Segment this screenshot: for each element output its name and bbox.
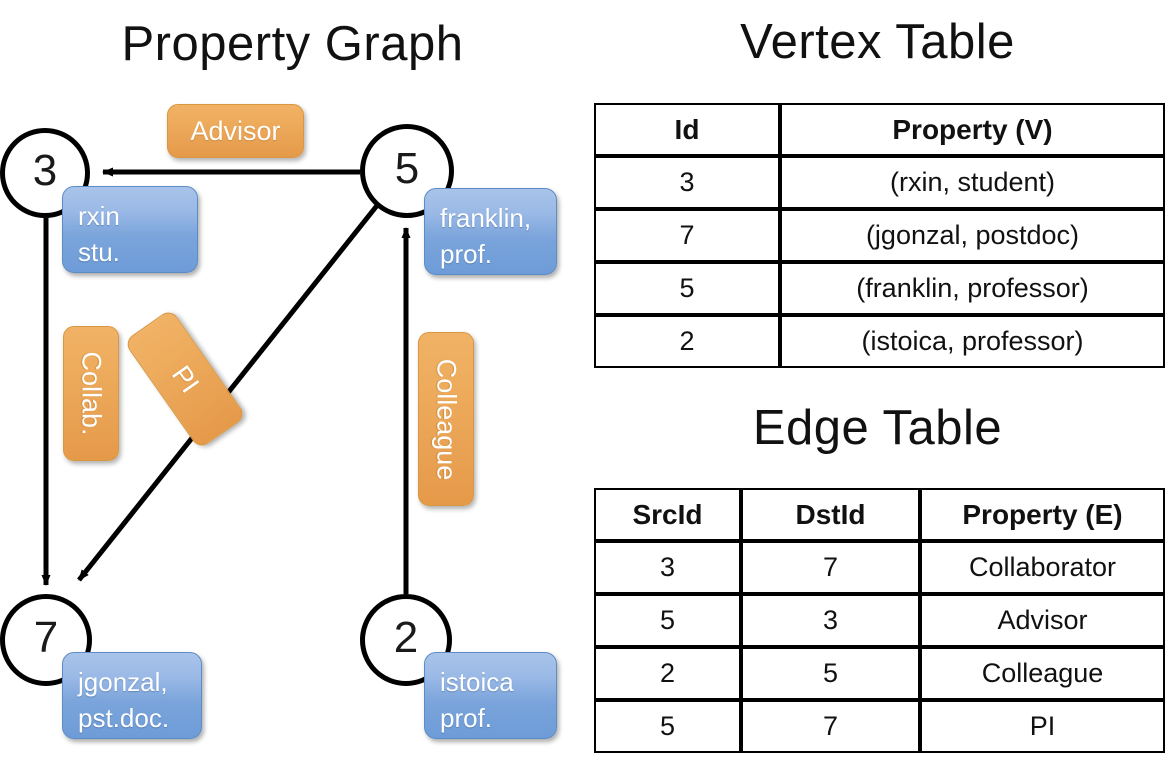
graph-node-3-label: 3 xyxy=(32,146,58,195)
page-title-property-graph: Property Graph xyxy=(121,17,464,71)
column-header-property-v: Property (V) xyxy=(780,103,1165,156)
property-graph-diagram: 3 5 7 2 rxin stu. franklin, prof. jgonza… xyxy=(0,104,557,739)
node-property-bubble-2: istoica prof. xyxy=(424,652,557,739)
cell-vertex-id: 7 xyxy=(594,209,780,262)
page-title-edge-table: Edge Table xyxy=(752,401,1003,455)
node-property-line: prof. xyxy=(440,238,493,269)
cell-dst-id: 7 xyxy=(741,700,920,753)
edge-label-collab: Collab. xyxy=(63,326,119,461)
node-property-bubble-3: rxin stu. xyxy=(62,186,198,273)
table-row: 5 (franklin, professor) xyxy=(594,262,1165,315)
cell-dst-id: 5 xyxy=(741,647,920,700)
edge-label-advisor: Advisor xyxy=(167,104,304,158)
edge-label-colleague: Colleague xyxy=(418,332,474,506)
cell-src-id: 3 xyxy=(594,541,741,594)
edge-table: SrcId DstId Property (E) 3 7 Collaborato… xyxy=(594,488,1165,753)
node-property-line: franklin, xyxy=(440,203,532,233)
cell-vertex-id: 2 xyxy=(594,315,780,368)
cell-vertex-id: 3 xyxy=(594,156,780,209)
table-row: 5 3 Advisor xyxy=(594,594,1165,647)
node-property-line: jgonzal, xyxy=(78,667,168,697)
table-row: 3 7 Collaborator xyxy=(594,541,1165,594)
graph-node-5-label: 5 xyxy=(394,144,420,193)
table-row: 2 (istoica, professor) xyxy=(594,315,1165,368)
cell-dst-id: 3 xyxy=(741,594,920,647)
table-row: 2 5 Colleague xyxy=(594,647,1165,700)
cell-src-id: 5 xyxy=(594,594,741,647)
cell-edge-property: Collaborator xyxy=(920,541,1165,594)
cell-vertex-property: (istoica, professor) xyxy=(780,315,1165,368)
edge-label-text: Advisor xyxy=(190,115,281,146)
edge-label-text: Collab. xyxy=(76,351,107,436)
cell-dst-id: 7 xyxy=(741,541,920,594)
edge-label-text: PI xyxy=(165,359,206,398)
cell-edge-property: Colleague xyxy=(920,647,1165,700)
node-property-bubble-7: jgonzal, pst.doc. xyxy=(62,652,202,739)
vertex-table: Id Property (V) 3 (rxin, student) 7 (jgo… xyxy=(594,103,1165,368)
graph-node-7-label: 7 xyxy=(33,613,59,662)
column-header-dstid: DstId xyxy=(741,488,920,541)
node-property-line: pst.doc. xyxy=(78,702,170,733)
cell-edge-property: PI xyxy=(920,700,1165,753)
node-property-bubble-5: franklin, prof. xyxy=(424,188,557,275)
table-header-row: SrcId DstId Property (E) xyxy=(594,488,1165,541)
table-row: 7 (jgonzal, postdoc) xyxy=(594,209,1165,262)
column-header-property-e: Property (E) xyxy=(920,488,1165,541)
graph-node-2[interactable]: 2 xyxy=(360,594,452,686)
cell-vertex-property: (rxin, student) xyxy=(780,156,1165,209)
cell-vertex-property: (franklin, professor) xyxy=(780,262,1165,315)
page-title-vertex-table: Vertex Table xyxy=(740,15,1015,69)
node-property-line: rxin xyxy=(78,201,120,231)
cell-vertex-property: (jgonzal, postdoc) xyxy=(780,209,1165,262)
table-row: 5 7 PI xyxy=(594,700,1165,753)
graph-node-2-label: 2 xyxy=(393,613,419,662)
table-row: 3 (rxin, student) xyxy=(594,156,1165,209)
node-property-line: istoica xyxy=(440,667,514,697)
node-property-line: stu. xyxy=(78,236,120,267)
column-header-id: Id xyxy=(594,103,780,156)
cell-vertex-id: 5 xyxy=(594,262,780,315)
node-property-line: prof. xyxy=(440,702,493,733)
cell-src-id: 2 xyxy=(594,647,741,700)
cell-edge-property: Advisor xyxy=(920,594,1165,647)
edge-label-text: Colleague xyxy=(431,358,462,480)
column-header-srcid: SrcId xyxy=(594,488,741,541)
graph-node-5[interactable]: 5 xyxy=(360,124,454,218)
cell-src-id: 5 xyxy=(594,700,741,753)
table-header-row: Id Property (V) xyxy=(594,103,1165,156)
